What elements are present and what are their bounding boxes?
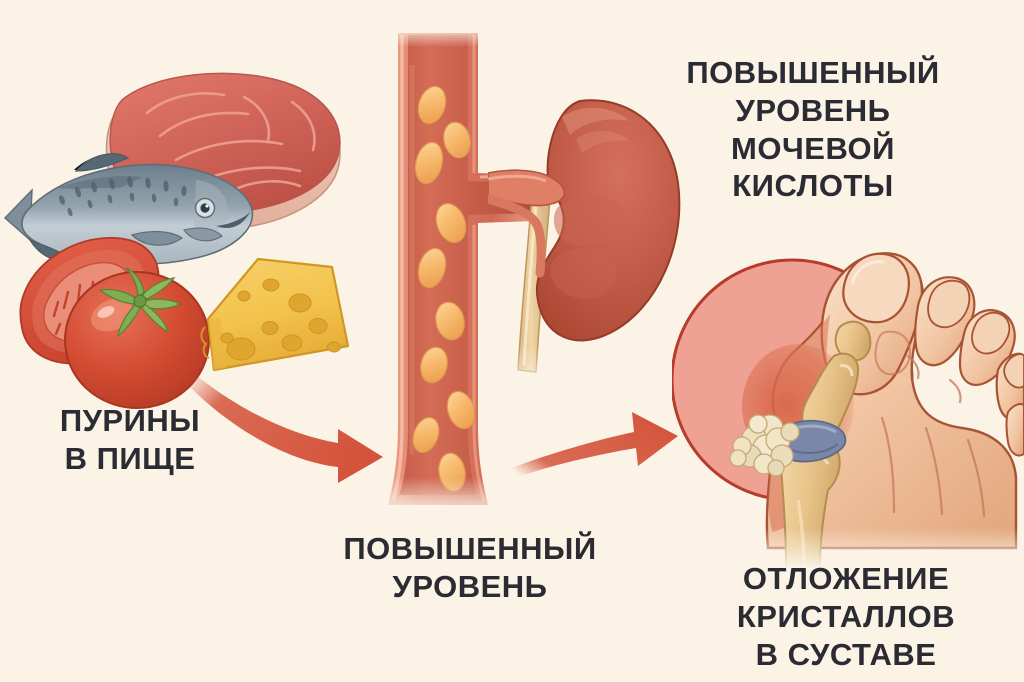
fish-illustration [3,153,254,265]
label-crystal-deposition: ОТЛОЖЕНИЕ КРИСТАЛЛОВ В СУСТАВЕ [736,561,956,672]
blood-vessel-illustration [376,25,536,515]
foods-illustration [3,72,350,409]
kidney-illustration [488,99,688,395]
arrow-foods-to-vessel [190,375,383,483]
foot-joint-illustration [672,252,1024,568]
toe-5 [1005,403,1024,457]
cheese-wedge-illustration [200,257,350,372]
arrow-vessel-to-foot [506,412,678,480]
toe-3-nail [971,311,1011,355]
label-purines-in-food: ПУРИНЫ В ПИЩЕ [59,403,201,476]
urate-tophus [729,414,800,477]
label-elevated-level: ПОВЫШЕННЫЙ УРОВЕНЬ [343,531,597,604]
label-elevated-uric-acid: ПОВЫШЕННЫЙ УРОВЕНЬ МОЧЕВОЙ КИСЛОТЫ [686,55,940,204]
toe-4-nail [1003,353,1024,389]
whole-tomato-illustration [64,267,210,409]
toe-2-nail [927,279,971,329]
tomato-stem-icon [98,267,182,338]
urate-crystals [412,85,476,492]
